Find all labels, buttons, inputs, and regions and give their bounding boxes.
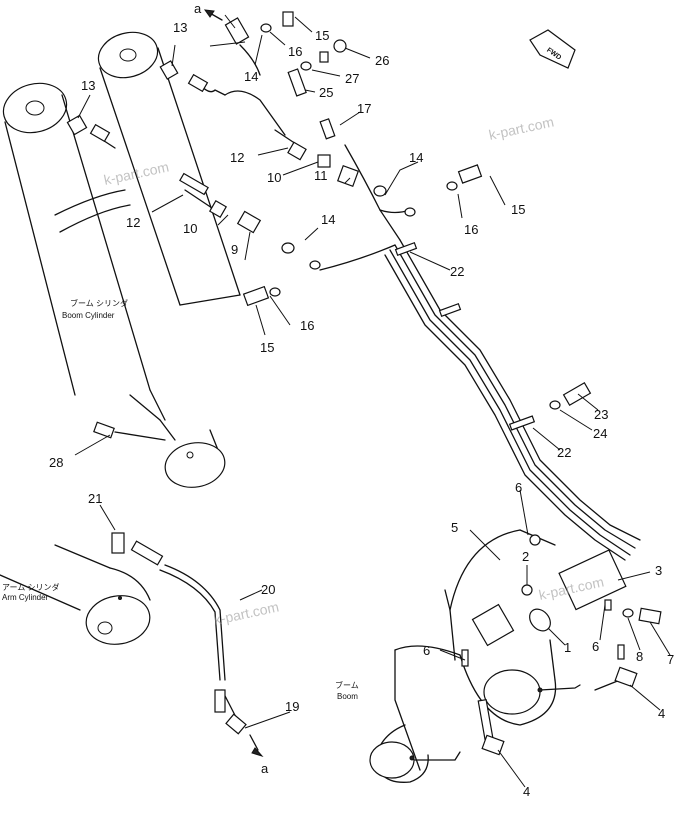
callout-2: 2 [522,549,529,564]
callout-25: 25 [319,85,333,100]
callout-23: 23 [594,407,608,422]
ref-a-bottom: a [261,761,269,776]
arm-cylinder-caption-en: Arm Cylinder [2,593,49,602]
watermark-1: k-part.com [487,114,555,143]
callout-10b: 10 [183,221,197,236]
callout-22a: 22 [450,264,464,279]
callout-14a: 14 [244,69,258,84]
arm-cylinder-caption-jp: アーム シリンダ [2,582,60,592]
boom-caption-en: Boom [337,692,358,701]
callout-26: 26 [375,53,389,68]
callout-13b: 13 [81,78,95,93]
callout-12b: 12 [126,215,140,230]
watermark-3: k-part.com [212,599,280,628]
callout-24: 24 [593,426,607,441]
boom-cylinder-rear [97,31,241,306]
ref-a-top: a [194,1,202,16]
callout-21: 21 [88,491,102,506]
boom-cylinder-caption-jp: ブーム シリンダ [70,298,128,308]
callout-27: 27 [345,71,359,86]
callout-12a: 12 [230,150,244,165]
callout-16b: 16 [464,222,478,237]
callout-7: 7 [667,652,674,667]
callout-9: 9 [231,242,238,257]
callout-19: 19 [285,699,299,714]
callout-1: 1 [564,640,571,655]
callout-28: 28 [49,455,63,470]
callout-16c: 16 [300,318,314,333]
part-callouts: a a 1 2 3 4 4 5 6 6 6 7 8 9 10 10 11 12 … [49,1,674,799]
callout-20: 20 [261,582,275,597]
arm-cylinder [0,544,151,645]
callout-14b: 14 [409,150,423,165]
watermark-2: k-part.com [102,159,170,188]
callout-6c: 6 [423,643,430,658]
fwd-arrow-icon: FWD [529,29,576,69]
callout-6b: 6 [592,639,599,654]
leader-lines [74,9,671,788]
callout-14c: 14 [321,212,335,227]
callout-6a: 6 [515,480,522,495]
callout-4b: 4 [523,784,530,799]
fittings [66,11,662,756]
callout-11: 11 [314,168,328,183]
hoses [94,44,641,726]
boom-cylinder-front [2,82,226,488]
callout-8: 8 [636,649,643,664]
callout-15c: 15 [260,340,274,355]
callout-16a: 16 [288,44,302,59]
callout-10a: 10 [267,170,281,185]
callout-5: 5 [451,520,458,535]
boom-structure [369,529,621,783]
fitting-top [224,17,250,45]
boom-cylinder-caption-en: Boom Cylinder [62,311,115,320]
watermarks: k-part.com k-part.com k-part.com k-part.… [102,114,605,628]
callout-4a: 4 [658,706,665,721]
callout-17: 17 [357,101,371,116]
boom-caption-jp: ブーム [335,680,359,690]
callout-22b: 22 [557,445,571,460]
callout-3: 3 [655,563,662,578]
callout-15a: 15 [315,28,329,43]
callout-13a: 13 [173,20,187,35]
captions: ブーム シリンダ Boom Cylinder アーム シリンダ Arm Cyli… [2,298,359,701]
callout-15b: 15 [511,202,525,217]
